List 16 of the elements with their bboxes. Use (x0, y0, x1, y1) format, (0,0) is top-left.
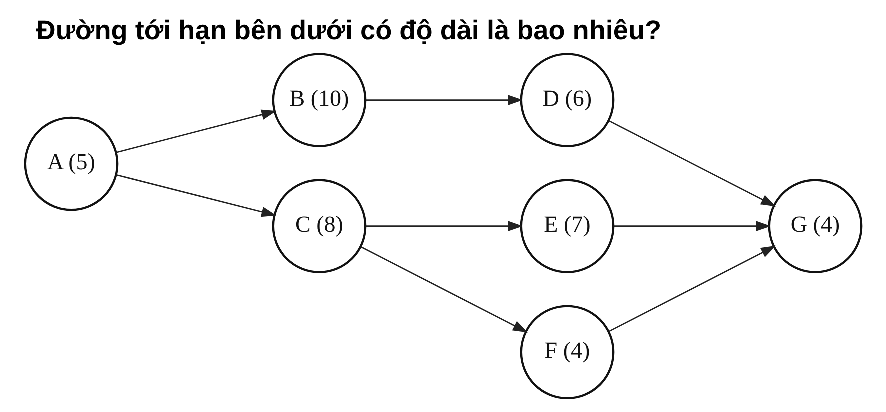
arrow (360, 246, 528, 333)
arrow (116, 174, 276, 218)
arrow (365, 221, 523, 232)
arrow (608, 246, 776, 332)
node-circle: D (6) (520, 53, 614, 148)
arrow (116, 110, 276, 154)
node-circle: C (8) (272, 179, 366, 274)
node-circle: B (10) (272, 53, 366, 148)
arrow (365, 95, 523, 106)
node-circle: G (4) (768, 179, 862, 274)
arrow (613, 221, 771, 232)
node-circle: E (7) (520, 179, 614, 274)
node-circle: F (4) (520, 305, 614, 400)
node-circle: A (5) (24, 116, 118, 212)
arrow (608, 120, 776, 207)
diagram-title: Đường tới hạn bên dưới có độ dài là bao nhiêu? (36, 14, 662, 46)
